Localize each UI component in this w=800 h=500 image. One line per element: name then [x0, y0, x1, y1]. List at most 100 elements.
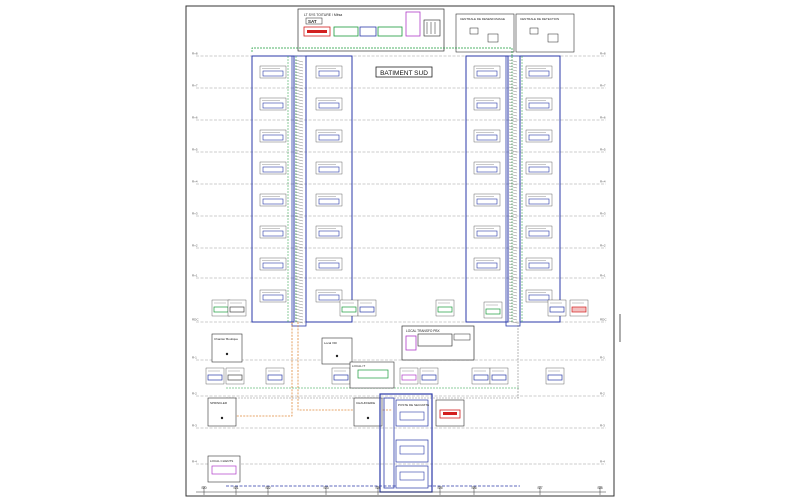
- axis-label-0: S/0: [201, 486, 206, 490]
- riser-right-a: [465, 55, 509, 323]
- shaft-hatch: [294, 275, 304, 279]
- rdc-panel-equip-1: [229, 306, 245, 313]
- boutique-label: Chantier Boutique: [214, 337, 238, 341]
- rack-left-a-5-switch: [262, 230, 284, 237]
- shaft-hatch: [508, 215, 518, 219]
- shaft-hatch: [294, 260, 304, 264]
- axis-label-3: S/3: [323, 486, 328, 490]
- shaft-hatch: [508, 155, 518, 159]
- level-label-right: R+7: [600, 84, 606, 88]
- shaft-hatch: [294, 125, 304, 129]
- shaft-hatch: [294, 167, 304, 171]
- rack-right-b-3-switch: [528, 166, 550, 173]
- boutique-box: Chantier Boutique: [211, 333, 243, 363]
- sat-logo: SAT: [308, 19, 317, 24]
- axis-label-4: S/4: [375, 486, 380, 490]
- shaft-left: [291, 55, 307, 327]
- rdc-panel-equip-11: [333, 374, 349, 381]
- shaft-hatch: [294, 131, 304, 135]
- level-label-left: R+7: [192, 84, 198, 88]
- shaft-hatch: [508, 302, 518, 306]
- transfer-room: LOCAL TRANSFO PBX: [401, 325, 475, 361]
- shaft-hatch: [294, 83, 304, 87]
- shaft-hatch: [294, 173, 304, 177]
- shaft-hatch: [508, 149, 518, 153]
- axis-label-1: S/1: [233, 486, 238, 490]
- shaft-hatch: [508, 92, 518, 96]
- sat-logo-box: [305, 17, 323, 25]
- rack-left-a-0-switch: [262, 70, 284, 77]
- shaft-hatch: [294, 308, 304, 312]
- shaft-hatch: [294, 101, 304, 105]
- shaft-hatch: [294, 143, 304, 147]
- shaft-hatch: [294, 176, 304, 180]
- shaft-hatch: [508, 284, 518, 288]
- shaft-hatch: [294, 242, 304, 246]
- shaft-hatch: [294, 194, 304, 198]
- shaft-hatch: [508, 254, 518, 258]
- level-label-right: R-2: [600, 392, 605, 396]
- level-label-right: R+5: [600, 148, 606, 152]
- shaft-hatch: [294, 302, 304, 306]
- shaft-hatch: [294, 287, 304, 291]
- shaft-hatch: [294, 152, 304, 156]
- shaft-hatch: [508, 95, 518, 99]
- rdc-panel-equip-3: [359, 306, 375, 313]
- shaft-hatch: [508, 83, 518, 87]
- riser-left-a: [251, 55, 295, 323]
- sprinkler-box: SPRINKLER: [207, 397, 237, 427]
- shaft-hatch: [508, 62, 518, 66]
- rack-left-b-0-switch: [318, 70, 340, 77]
- level-label-left: RDC: [192, 318, 199, 322]
- shaft-hatch: [508, 101, 518, 105]
- shaft-hatch: [294, 257, 304, 261]
- shaft-hatch: [508, 263, 518, 267]
- level-label-left: R-3: [192, 424, 197, 428]
- rack-right-b-6-switch: [528, 262, 550, 269]
- rack-left-b-6-switch: [318, 262, 340, 269]
- shaft-hatch: [294, 215, 304, 219]
- rack-right-a-0-switch: [476, 70, 498, 77]
- shaft-hatch: [508, 113, 518, 117]
- detection-label: CENTRALE DE DETECTION: [520, 17, 559, 21]
- transfer-room-label: LOCAL TRANSFO PBX: [406, 329, 441, 333]
- shaft-hatch: [294, 305, 304, 309]
- shaft-hatch: [508, 224, 518, 228]
- level-label-right: R+1: [600, 274, 606, 278]
- shaft-hatch: [294, 182, 304, 186]
- shaft-hatch: [294, 191, 304, 195]
- shaft-hatch: [508, 266, 518, 270]
- shaft-hatch: [508, 206, 518, 210]
- rdc-panel-equip-10: [267, 374, 283, 381]
- rdc-panel-equip-4: [437, 306, 453, 313]
- rack-right-a-5-switch: [476, 230, 498, 237]
- shaft-hatch: [508, 221, 518, 225]
- shaft-hatch: [508, 185, 518, 189]
- rdc-panel-equip-7: [571, 306, 587, 313]
- shaft-hatch: [294, 62, 304, 66]
- shaft-hatch: [508, 179, 518, 183]
- shaft-hatch: [294, 224, 304, 228]
- rack-left-b-5-switch: [318, 230, 340, 237]
- rack-left-b-4-switch: [318, 198, 340, 205]
- axis-label-6: S/6: [471, 486, 476, 490]
- ground-floor-panels: [205, 299, 589, 385]
- shaft-hatch: [508, 107, 518, 111]
- shaft-hatch: [294, 293, 304, 297]
- shaft-hatch: [294, 113, 304, 117]
- shaft-hatch: [294, 218, 304, 222]
- shaft-hatch: [508, 74, 518, 78]
- shaft-hatch: [294, 206, 304, 210]
- rack-right-a-2-switch: [476, 134, 498, 141]
- shaft-hatch: [508, 317, 518, 321]
- shaft-hatch: [294, 116, 304, 120]
- shaft-hatch: [294, 155, 304, 159]
- shaft-hatch: [294, 263, 304, 267]
- shaft-hatch: [508, 218, 518, 222]
- shaft-hatch: [508, 140, 518, 144]
- level-label-left: R+8: [192, 52, 198, 56]
- shaft-hatch: [508, 125, 518, 129]
- shaft-hatch: [294, 278, 304, 282]
- shaft-hatch: [294, 77, 304, 81]
